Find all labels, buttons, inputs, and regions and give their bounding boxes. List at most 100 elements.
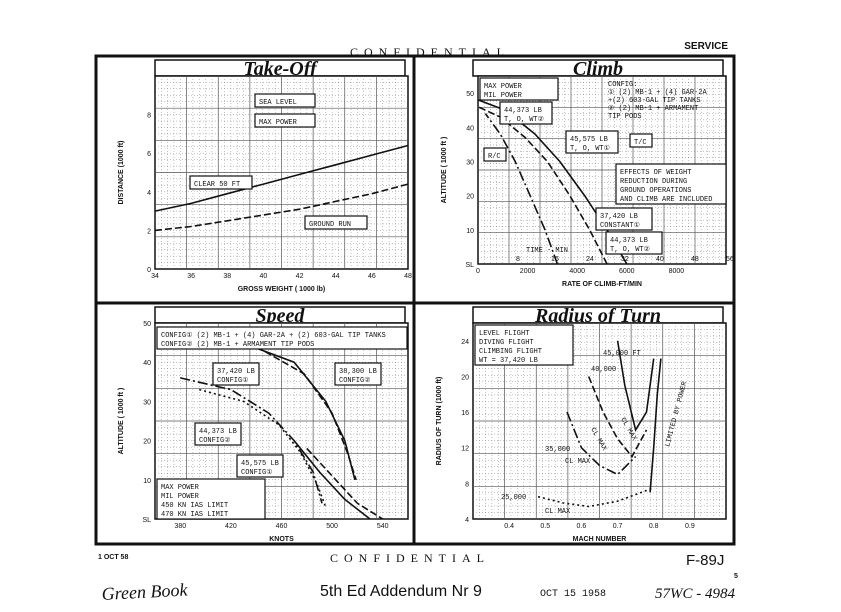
weight-label: T, O, WT② <box>504 115 544 124</box>
x-tick-label: 6000 <box>619 268 635 275</box>
x-axis-label: MACH NUMBER <box>573 536 627 543</box>
effects-note: REDUCTION DURING <box>620 178 687 186</box>
y-tick-label: 20 <box>143 439 151 446</box>
y-tick-label: 24 <box>461 339 469 346</box>
legend: MAX POWER <box>484 83 523 91</box>
effects-note: GROUND OPERATIONS <box>620 187 691 195</box>
y-tick-label: 10 <box>143 478 151 485</box>
x-axis-label: RATE OF CLIMB-FT/MIN <box>562 281 642 288</box>
series-line <box>649 358 662 493</box>
y-tick-label: 0 <box>147 267 151 274</box>
axis-tag-box <box>483 147 507 162</box>
legend-box <box>156 478 266 520</box>
footer-doc-id: F-89J <box>686 552 724 569</box>
legend: MIL POWER <box>484 92 523 100</box>
footer-page: 5 <box>734 573 738 580</box>
curve-label: 35,000 <box>545 446 570 454</box>
x-tick-label: 380 <box>174 523 186 530</box>
weight-label: CONSTANT① <box>600 221 640 230</box>
y-tick-label: 10 <box>466 228 474 235</box>
weight-label: 44,373 LB <box>504 107 542 115</box>
y-tick-label: 30 <box>466 159 474 166</box>
x-tick-label: 38 <box>223 273 231 280</box>
footer-date: 1 OCT 58 <box>98 554 128 561</box>
x-tick-label: 40 <box>260 273 268 280</box>
series-label-box <box>304 215 368 230</box>
x-tick-label: 48 <box>404 273 412 280</box>
y-tick-label: 8 <box>147 113 151 120</box>
axis-tag: T/C <box>634 139 647 147</box>
y-tick-label: 6 <box>147 151 151 158</box>
curve-label: CL MAX <box>565 458 591 466</box>
effects-note: AND CLIMB ARE INCLUDED <box>620 196 712 204</box>
y-axis-label: ALTITUDE ( 1000 ft ) <box>118 388 125 455</box>
x-axis-label: KNOTS <box>269 536 294 543</box>
time-tick: 16 <box>551 256 559 263</box>
series-line <box>484 113 559 265</box>
weight-label-box <box>595 207 653 231</box>
x-tick-label: 0.7 <box>613 523 623 530</box>
x-tick-label: 540 <box>377 523 389 530</box>
axis-tag: R/C <box>488 153 501 161</box>
x-tick-label: 34 <box>151 273 159 280</box>
y-tick-label: 50 <box>143 321 151 328</box>
series-line <box>293 440 371 520</box>
x-tick-label: 8000 <box>669 268 685 275</box>
header-service: SERVICE <box>684 41 728 52</box>
legend: WT = 37,420 LB <box>479 357 538 365</box>
weight-label: 44,373 LB <box>199 428 237 436</box>
weight-label: 45,575 LB <box>241 460 279 468</box>
x-tick-label: 500 <box>326 523 338 530</box>
time-tick: 40 <box>656 256 664 263</box>
y-tick-label: 40 <box>466 125 474 132</box>
y-tick-label: 8 <box>465 481 469 488</box>
y-tick-label: 4 <box>147 190 151 197</box>
annotation: MAX POWER <box>259 119 298 127</box>
series-line <box>199 388 327 508</box>
annotation-box <box>254 113 316 128</box>
y-tick-label: 40 <box>143 360 151 367</box>
x-tick-label: 0.6 <box>577 523 587 530</box>
weight-label: 37,420 LB <box>217 368 255 376</box>
weight-label-box <box>236 454 284 478</box>
annotation: SEA LEVEL <box>259 99 297 107</box>
series-line <box>566 411 637 476</box>
effects-note-box <box>615 163 727 205</box>
y-tick-label: 50 <box>466 91 474 98</box>
handwritten-addendum: 5th Ed Addendum Nr 9 <box>320 583 482 600</box>
series-label-box <box>189 175 253 190</box>
time-tick: 56 <box>726 256 734 263</box>
series-line <box>255 345 357 481</box>
weight-label-box <box>194 422 242 446</box>
series-line <box>154 144 409 212</box>
y-tick-label: SL <box>142 517 151 524</box>
series-line <box>587 376 648 459</box>
legend: MAX POWER <box>161 484 200 492</box>
x-tick-label: 2000 <box>520 268 536 275</box>
legend: 470 KN IAS LIMIT <box>161 511 228 519</box>
x-tick-label: 0.9 <box>685 523 695 530</box>
handwritten-code: 57WC - 4984 <box>655 586 735 602</box>
weight-label: 45,575 LB <box>570 136 608 144</box>
config-note: TIP PODS <box>608 113 642 121</box>
curve-label: 25,000 <box>501 494 526 502</box>
y-tick-label: 4 <box>465 517 469 524</box>
y-tick-label: 2 <box>147 228 151 235</box>
footer-classification: CONFIDENTIAL <box>330 551 490 565</box>
x-tick-label: 460 <box>276 523 288 530</box>
stamp-date: OCT 15 1958 <box>540 589 606 600</box>
effects-note: EFFECTS OF WEIGHT <box>620 169 691 177</box>
config-note: ② (2) MB-1 + ARMAMENT <box>608 104 698 113</box>
time-tick: 32 <box>621 256 629 263</box>
y-axis-label: ALTITUDE ( 1000 ft ) <box>441 137 448 204</box>
y-tick-label: SL <box>465 262 474 269</box>
x-tick-label: 42 <box>296 273 304 280</box>
config-note-box <box>156 326 408 350</box>
weight-label: T, O, WT② <box>610 245 650 254</box>
chart-title: Speed <box>256 305 306 327</box>
curve-label: 45,000 FT <box>603 350 641 358</box>
handwritten-name: Green Book <box>101 579 189 604</box>
